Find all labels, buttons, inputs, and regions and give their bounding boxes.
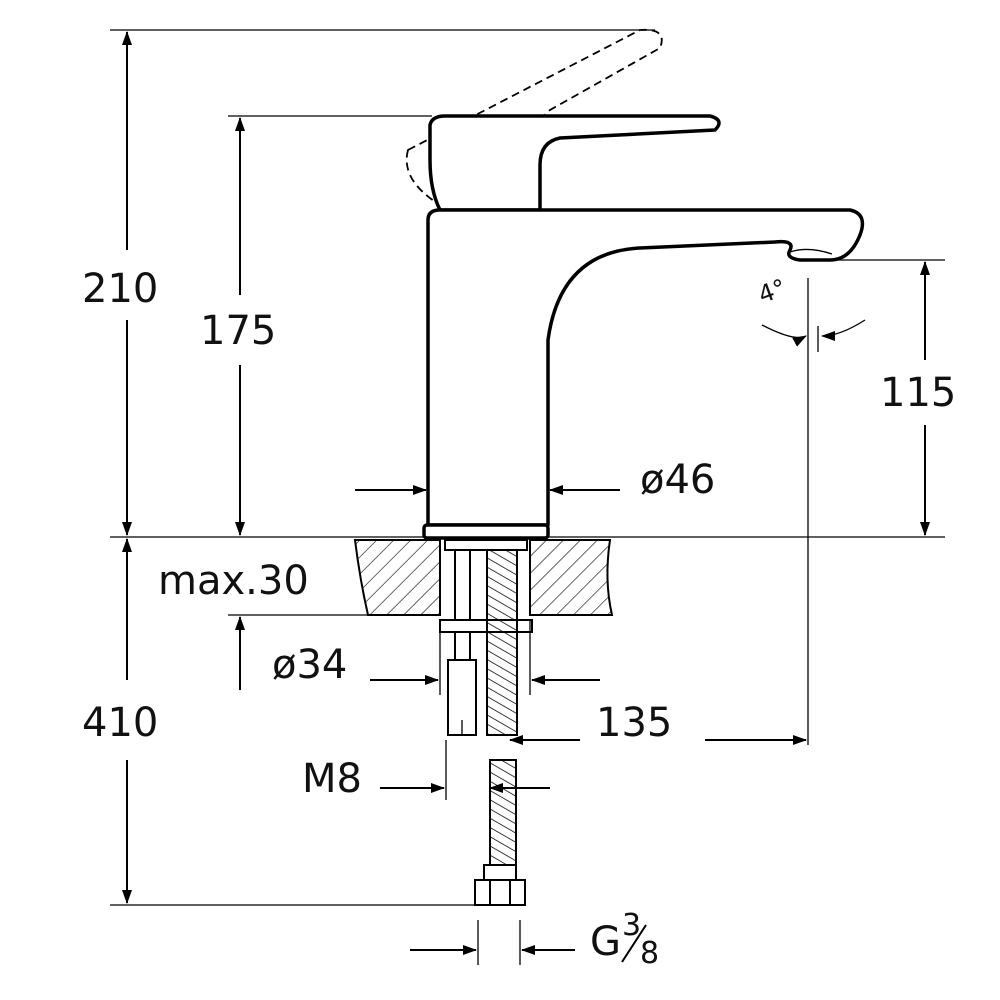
label-hose-length: 410 [82, 700, 158, 746]
label-connection-g: G [590, 919, 621, 965]
label-hole-diameter: ø34 [272, 642, 347, 688]
extension-lines [110, 29, 945, 965]
label-handle-height: 175 [200, 308, 276, 354]
label-stud-thread: M8 [302, 756, 362, 802]
faucet-body-spout [426, 208, 865, 527]
label-total-height: 210 [82, 266, 158, 312]
mounting-hardware [439, 539, 533, 906]
label-connection-denominator: 8 [640, 936, 659, 971]
faucet [422, 114, 865, 540]
faucet-base-ring [422, 523, 550, 540]
faucet-handle [428, 114, 721, 212]
raised-handle-outline [405, 28, 663, 206]
dimension-labels: 210 175 115 ø46 max.30 ø34 410 135 M8 G … [82, 266, 956, 971]
label-spout-reach: 135 [596, 700, 672, 746]
label-max-thickness: max.30 [158, 558, 309, 604]
label-body-diameter: ø46 [640, 457, 715, 503]
label-spout-height: 115 [880, 370, 956, 416]
label-spout-angle: 4° [755, 273, 790, 309]
countertop-section [353, 539, 614, 616]
label-connection-numerator: 3 [622, 908, 641, 943]
dimension-lines [122, 31, 930, 955]
